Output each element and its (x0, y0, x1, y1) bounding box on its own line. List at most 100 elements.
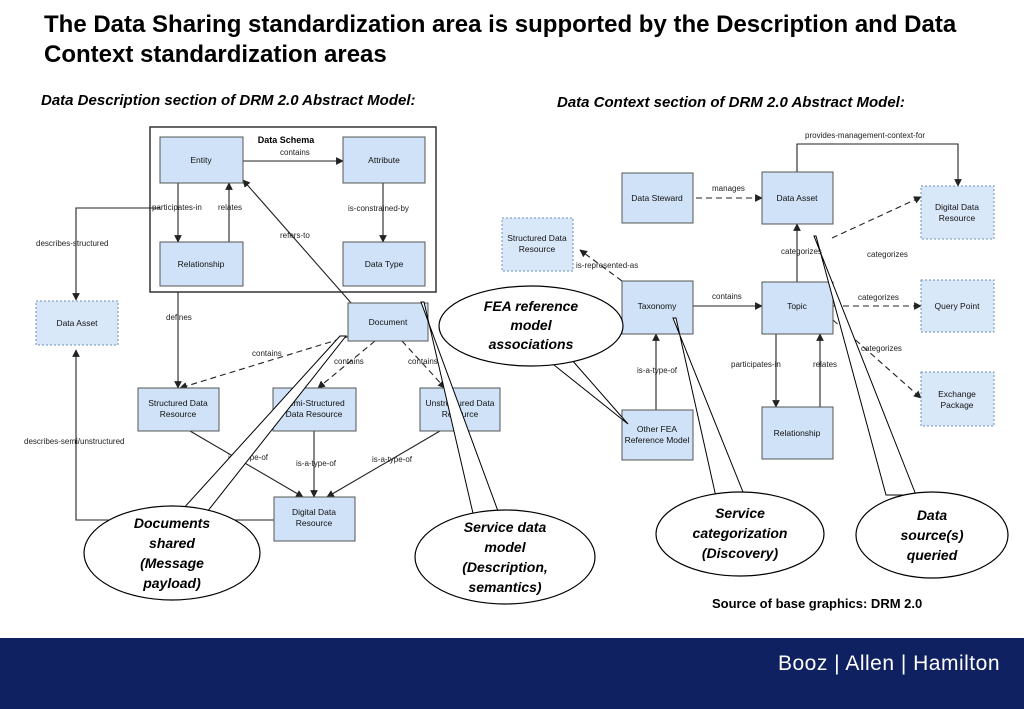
node-data-steward-label: Data Steward (631, 193, 683, 203)
callout-service-data-model: Service data model (Description, semanti… (414, 509, 596, 605)
edge-label-contains-1: contains (252, 349, 282, 358)
edge-label-contains-r: contains (712, 292, 742, 301)
pointer-service-cat (672, 317, 746, 498)
node-data-asset-right: Data Asset (761, 171, 834, 225)
callout-fea-line2: model (510, 317, 552, 333)
callout-documents-line4: payload) (142, 575, 201, 591)
edge-unstructured-digital (326, 430, 441, 498)
edge-asset-digital (831, 196, 922, 239)
drm-diagram: .node rect { fill:#cfe2f7; stroke:#555; … (24, 126, 1009, 605)
callout-service-cat-line2: categorization (693, 525, 788, 541)
node-entity: Entity (159, 136, 244, 184)
node-attribute-label: Attribute (368, 155, 400, 165)
node-query-point-label: Query Point (935, 301, 981, 311)
callout-documents-line3: (Message (140, 555, 204, 571)
footer-bar: Booz | Allen | Hamilton (0, 638, 1024, 709)
callout-documents-line2: shared (149, 535, 195, 551)
company-logo: Booz | Allen | Hamilton (777, 652, 1000, 675)
edge-label-describes-semi: describes-semi/unstructured (24, 437, 124, 446)
edge-label-categorizes-3: categorizes (861, 344, 902, 353)
callout-service-categorization: Service categorization (Discovery) (655, 491, 825, 577)
callout-service-cat-line1: Service (715, 505, 765, 521)
edge-label-is-a-type-of-r: is-a-type-of (637, 366, 678, 375)
edge-label-defines: defines (166, 313, 192, 322)
node-structured-data-resource: Structured Data Resource (137, 387, 220, 432)
edge-label-is-a-type-of-2: is-a-type-of (296, 459, 337, 468)
node-digital-data-resource-left: Digital Data Resource (273, 496, 356, 542)
edge-label-refers-to: refers-to (280, 231, 310, 240)
node-document: Document (347, 302, 429, 342)
node-structured-line1: Structured Data (148, 398, 208, 408)
source-note: Source of base graphics: DRM 2.0 (712, 596, 923, 611)
edge-label-describes-structured: describes-structured (36, 239, 108, 248)
data-schema-label: Data Schema (258, 135, 316, 145)
edge-label-contains-3: contains (408, 357, 438, 366)
edge-label-manages: manages (712, 184, 745, 193)
node-document-label: Document (369, 317, 408, 327)
edge-document-entity (242, 179, 353, 305)
node-structured-right-line2: Resource (519, 244, 556, 254)
node-digital-right-line2: Resource (939, 213, 976, 223)
node-attribute: Attribute (342, 136, 426, 184)
edge-label-provides: provides-management-context-for (805, 131, 925, 140)
node-structured-line2: Resource (160, 409, 197, 419)
node-query-point: Query Point (920, 279, 995, 333)
node-taxonomy-label: Taxonomy (638, 301, 677, 311)
node-data-asset-right-label: Data Asset (776, 193, 818, 203)
node-entity-label: Entity (190, 155, 212, 165)
edge-label-relates: relates (218, 203, 242, 212)
right-subtitle: Data Context section of DRM 2.0 Abstract… (557, 94, 905, 111)
node-digital-left-line1: Digital Data (292, 507, 336, 517)
node-data-type: Data Type (342, 241, 426, 287)
data-schema-box (149, 126, 437, 293)
callout-service-data-line1: Service data (464, 519, 547, 535)
slide-title: The Data Sharing standardization area is… (44, 11, 957, 68)
node-unstructured-line1: Unstructured Data (426, 398, 495, 408)
node-semi-line2: Data Resource (286, 409, 343, 419)
edge-document-semi (317, 340, 376, 389)
callout-documents-line1: Documents (134, 515, 210, 531)
node-topic: Topic (761, 281, 834, 335)
callout-service-data-line3: (Description, (462, 559, 548, 575)
node-exchange-line2: Package (940, 400, 973, 410)
edge-document-unstructured (401, 340, 446, 389)
callout-data-source-queried: Data source(s) queried (855, 491, 1009, 579)
edge-label-categorizes-asset: categorizes (781, 247, 822, 256)
node-data-asset-left-label: Data Asset (56, 318, 98, 328)
node-exchange-line1: Exchange (938, 389, 976, 399)
callout-service-cat-line3: (Discovery) (702, 545, 779, 561)
node-relationship: Relationship (159, 241, 244, 287)
node-taxonomy: Taxonomy (621, 280, 694, 335)
callout-documents-shared: Documents shared (Message payload) (83, 505, 261, 601)
node-other-fea-reference-model: Other FEA Reference Model (621, 409, 694, 461)
edge-describes-structured (72, 207, 160, 301)
node-other-fea-line1: Other FEA (637, 424, 677, 434)
edge-structured-digital (189, 430, 304, 498)
node-relationship-right: Relationship (761, 406, 834, 460)
node-exchange-package: Exchange Package (920, 371, 995, 427)
callout-data-source-line2: source(s) (900, 527, 963, 543)
edge-label-relates-r: relates (813, 360, 837, 369)
node-digital-data-resource-right: Digital Data Resource (920, 185, 995, 240)
edge-label-participates-in-r: participates-in (731, 360, 781, 369)
node-digital-right-line1: Digital Data (935, 202, 979, 212)
callout-service-data-line4: semantics) (468, 579, 541, 595)
callout-fea-reference-model: FEA reference model associations (438, 285, 624, 367)
edge-label-is-represented-as: is-represented-as (576, 261, 638, 270)
edge-label-is-constrained-by: is-constrained-by (348, 204, 409, 213)
callout-data-source-line1: Data (917, 507, 948, 523)
node-data-steward: Data Steward (621, 172, 694, 224)
callout-fea-line3: associations (489, 336, 574, 352)
edge-label-is-a-type-of-3: is-a-type-of (372, 455, 413, 464)
left-subtitle: Data Description section of DRM 2.0 Abst… (41, 92, 416, 109)
node-structured-right-line1: Structured Data (507, 233, 567, 243)
edge-label-categorizes-2: categorizes (858, 293, 899, 302)
edge-describes-semi (72, 349, 274, 521)
node-structured-data-resource-right: Structured Data Resource (501, 217, 574, 272)
edge-label-participates-in: participates-in (152, 203, 202, 212)
edge-label-categorizes-1: categorizes (867, 250, 908, 259)
callout-service-data-line2: model (484, 539, 526, 555)
node-semi-line1: Semi-Structured (283, 398, 345, 408)
callout-data-source-line3: queried (907, 547, 958, 563)
node-relationship-label: Relationship (178, 259, 225, 269)
